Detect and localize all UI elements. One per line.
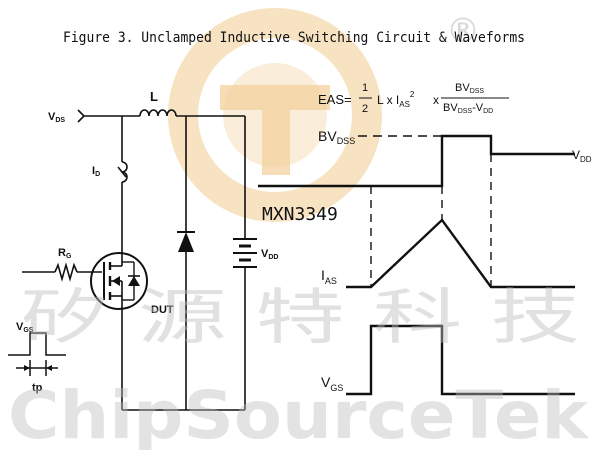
- current-probe-symbol: [117, 161, 128, 183]
- pulse-width-label: tp: [32, 382, 43, 394]
- inductor-label: L: [150, 89, 158, 104]
- inductor-symbol: [139, 109, 177, 117]
- formula-half-num: 1: [362, 82, 368, 94]
- formula-lhs: EAS=: [318, 92, 352, 107]
- watermark-logo: [168, 8, 382, 222]
- vgs-pulse-label: VGS: [16, 321, 34, 334]
- vds-label: VDS: [48, 111, 65, 124]
- part-number-label: MXN3349: [262, 204, 338, 225]
- ias-label: IAS: [321, 267, 337, 286]
- circuit-schematic: [22, 109, 246, 411]
- dut-label: DUT: [151, 304, 174, 316]
- watermark-chinese: 矽 源 特 科 技: [20, 283, 580, 353]
- figure-title: Figure 3. Unclamped Inductive Switching …: [63, 30, 525, 46]
- bvdss-label: BVDSS: [318, 128, 355, 146]
- ias-waveform: [346, 218, 575, 289]
- gate-resistor-label: RG: [58, 247, 72, 260]
- vgs-waveform-label: VGS: [321, 374, 343, 393]
- vdd-circuit-label: VDD: [261, 248, 278, 261]
- vdd-battery-symbol: [233, 238, 257, 268]
- diode-symbol: [177, 231, 195, 252]
- vgs-waveform: [346, 324, 575, 396]
- formula-mid: L x IAS2: [377, 90, 415, 109]
- formula-half-den: 2: [362, 103, 368, 115]
- formula-times: x: [433, 93, 439, 107]
- vds-waveform: [258, 134, 575, 188]
- formula-bv-den: BVDSS-VDD: [443, 102, 493, 115]
- gate-pulse-symbol: [8, 332, 66, 376]
- watermark-registered-mark: ®: [446, 11, 480, 51]
- eas-formula: EAS= 1 2 L x IAS2 x BVDSS BVDSS-VDD: [318, 82, 509, 115]
- waveforms: [258, 134, 575, 396]
- watermark-english: ChipSourceTek: [8, 377, 590, 450]
- mosfet-dut-symbol: [90, 240, 148, 322]
- drain-current-label: ID: [92, 165, 100, 178]
- formula-bv-num: BVDSS: [455, 82, 484, 95]
- vdd-waveform-label: VDD: [572, 148, 592, 164]
